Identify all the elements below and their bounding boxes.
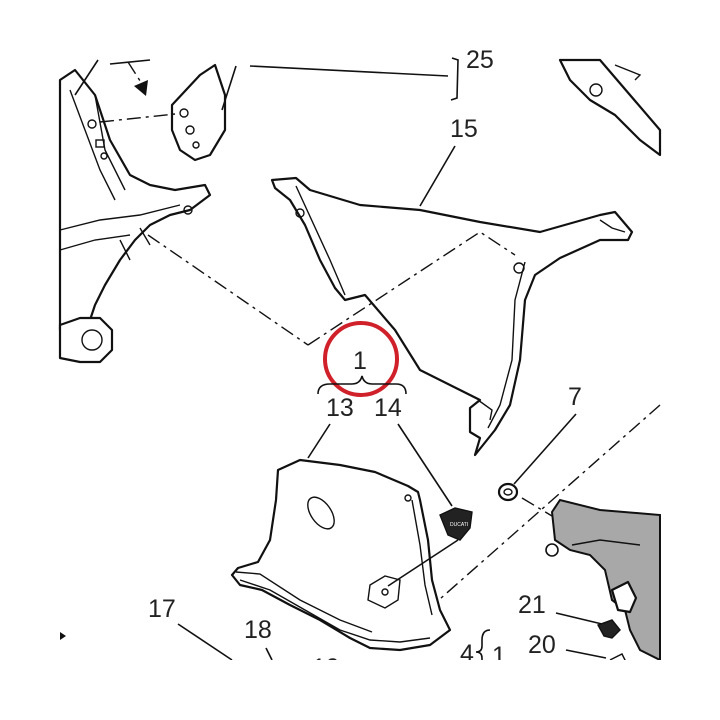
leader-18 [265, 647, 273, 661]
frame-bracket-assembly [58, 59, 212, 364]
dash-lower-right [431, 404, 661, 607]
clip-21 [596, 619, 621, 639]
label-17: 17 [148, 595, 176, 623]
dash-left-center [147, 234, 309, 346]
badge-text: DUCATI [450, 522, 468, 528]
leader-14 [397, 423, 453, 507]
label-1: 1 [353, 347, 367, 375]
leader-15 [419, 145, 456, 207]
label-14: 14 [374, 394, 402, 422]
inner-cover-13 [230, 458, 452, 652]
highlight-circle [323, 321, 399, 397]
leader-7 [513, 413, 577, 485]
label-7: 7 [568, 383, 582, 411]
leader-dash-mirror [99, 113, 176, 123]
dash-grommet [521, 497, 553, 517]
label-20: 20 [528, 631, 556, 659]
grey-side-panel [545, 498, 661, 662]
leader-17 [177, 623, 233, 661]
ducati-badge-14: DUCATI [439, 507, 473, 541]
mirror-mount-part [170, 63, 237, 162]
part-20 [609, 653, 627, 663]
bracket-25 [450, 57, 459, 101]
leader-badge [387, 539, 459, 587]
right-upper-part [558, 58, 662, 157]
leader-13 [307, 423, 331, 459]
leader-21 [555, 612, 603, 625]
grommet-7 [497, 482, 519, 502]
label-13: 13 [326, 394, 354, 422]
label-15: 15 [450, 115, 478, 143]
leader-20 [565, 649, 607, 659]
direction-arrow [127, 61, 148, 96]
edge-mark [60, 632, 66, 640]
label-18: 18 [244, 616, 272, 644]
label-25: 25 [466, 46, 494, 74]
brace-1 [317, 375, 407, 395]
brace-4 [475, 629, 491, 664]
crop-mask [0, 660, 720, 720]
leader-25 [249, 65, 449, 77]
label-21: 21 [518, 591, 546, 619]
fairing-panel-15 [270, 176, 634, 457]
